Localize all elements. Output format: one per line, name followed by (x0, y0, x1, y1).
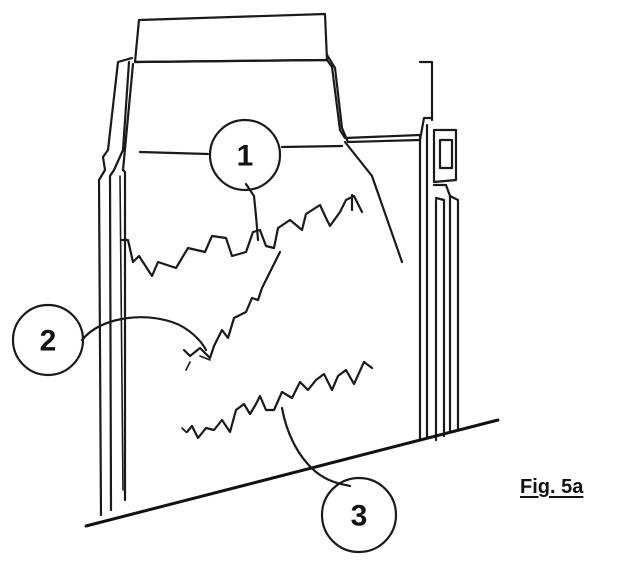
housing-outline (97, 53, 460, 517)
zigzag-stack-3 (181, 360, 374, 440)
figure-caption: Fig. 5a (520, 476, 584, 498)
ground-line (84, 418, 500, 528)
zigzag-stack-1 (120, 193, 364, 278)
leader-line-3 (280, 406, 352, 488)
callout-label-3: 3 (351, 500, 368, 533)
callout-circle-2 (11, 303, 85, 377)
callout-circle-1 (208, 118, 282, 192)
leader-line-1a (138, 150, 210, 156)
callout-2: 2 (11, 303, 208, 377)
callout-label-1: 1 (237, 140, 254, 173)
callout-1: 1 (138, 118, 344, 242)
zigzag-stack-2 (182, 250, 282, 371)
leader-line-1b (280, 144, 344, 149)
leader-line-2 (80, 316, 208, 352)
top-cap (133, 12, 334, 69)
callout-label-2: 2 (40, 325, 57, 358)
callout-circle-3 (320, 476, 398, 554)
callout-3: 3 (280, 406, 398, 554)
